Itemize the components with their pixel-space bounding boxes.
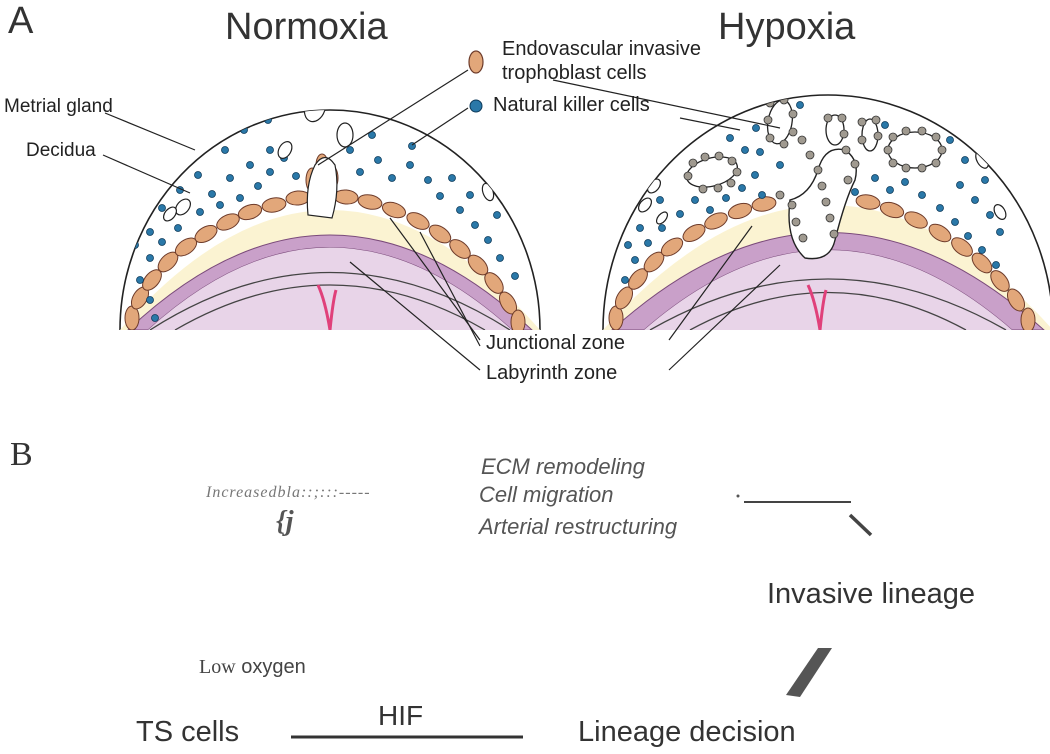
lineage-decision-label: Lineage decision (578, 716, 796, 748)
nk-cell-legend-label: Natural killer cells (493, 94, 650, 116)
glyph-text: {j (276, 506, 294, 537)
metrial-gland-label: Metrial gland (4, 96, 113, 117)
trophoblast-legend-label-2: trophoblast cells (502, 62, 647, 84)
junctional-zone-label: Junctional zone (486, 332, 625, 354)
nk-cell-legend-icon (469, 99, 483, 113)
labyrinth-zone-right (644, 250, 1012, 330)
process-bracket-tick (848, 513, 873, 537)
process-ecm-remodeling: ECM remodeling (481, 454, 645, 479)
lineage-to-invasive-arrow (786, 648, 832, 697)
hypoxia-title: Hypoxia (718, 6, 856, 48)
panel-b-label: B (10, 436, 33, 473)
trophoblast-legend-icon (468, 50, 484, 74)
labyrinth-zone-label: Labyrinth zone (486, 362, 618, 384)
hif-label: HIF (378, 700, 424, 731)
decidua-label: Decidua (26, 140, 96, 161)
normoxia-title: Normoxia (225, 6, 388, 48)
process-arterial-restructuring: Arterial restructuring (479, 514, 678, 539)
process-cell-migration: Cell migration (479, 482, 614, 507)
process-bracket-dot (736, 494, 740, 498)
panel-a-label: A (8, 0, 34, 42)
oxygen-word: oxygen (241, 656, 306, 678)
normoxia-dome (119, 109, 541, 331)
low-oxygen-label: Low oxygen (199, 656, 306, 679)
invasive-lineage-label: Invasive lineage (767, 578, 975, 610)
trophoblast-legend-label-1: Endovascular invasive (502, 38, 701, 60)
low-word: Low (199, 656, 236, 678)
hypoxia-dome (602, 94, 1050, 331)
panel-a-diagram (102, 50, 1050, 371)
labyrinth-zone-left (148, 247, 512, 330)
leader-lines (102, 69, 781, 371)
increased-text: Increasedbla::;:::----- (206, 484, 371, 501)
ts-cells-label: TS cells (136, 716, 240, 748)
